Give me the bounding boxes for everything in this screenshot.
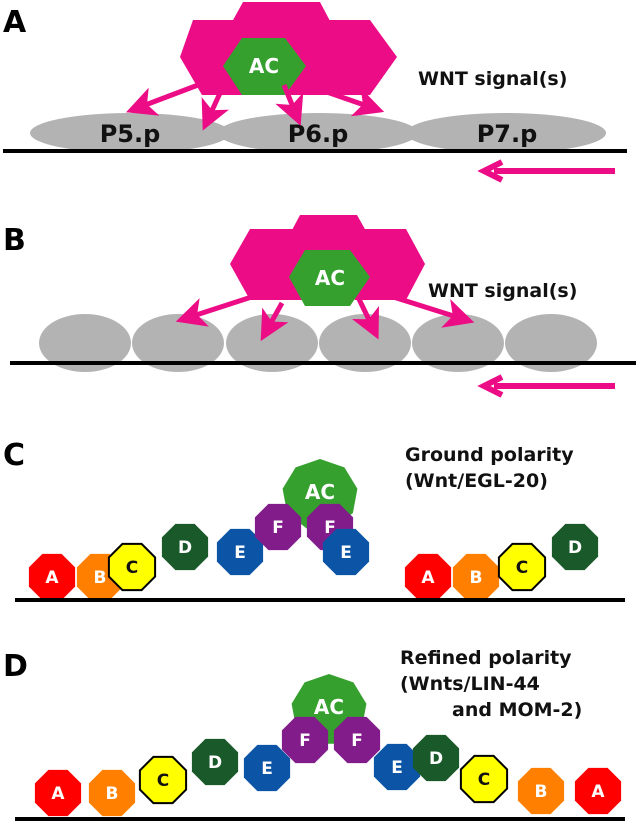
cell-label-e: E <box>391 758 403 778</box>
cell-b6 <box>505 314 597 372</box>
caption-c-line2: (Wnt/EGL-20) <box>405 470 548 492</box>
cell-a-d <box>574 767 622 815</box>
cell-label-b: B <box>535 782 548 802</box>
cell-p6p <box>218 113 418 153</box>
arrow-b4 <box>386 292 475 328</box>
arrow-to-p6p-left <box>201 89 229 131</box>
cell-b5 <box>412 314 504 372</box>
cell-label-a: A <box>591 782 605 802</box>
cell-b1 <box>39 314 131 372</box>
cell-p5p <box>30 113 230 153</box>
cell-row-b <box>39 314 597 372</box>
arrow-to-p6p-right <box>275 84 304 126</box>
direction-arrow-a <box>477 159 615 183</box>
panel-label-a: A <box>3 5 27 40</box>
cell-label-c: C <box>157 771 169 791</box>
cell-b4 <box>319 314 411 372</box>
arrow-to-p5p <box>125 79 207 116</box>
cell-d-d <box>191 738 239 786</box>
cell-f-c <box>254 503 302 551</box>
cell-label-d: D <box>429 749 443 769</box>
cell-label-d: D <box>208 753 222 773</box>
cell-label-c: C <box>516 558 528 578</box>
cell-b3 <box>226 314 318 372</box>
caption-d-line3: and MOM-2) <box>452 699 582 721</box>
cell-b-c <box>452 553 500 601</box>
cell-p7p <box>406 113 606 153</box>
arrow-to-p7p <box>300 80 385 117</box>
cell-label-c: C <box>126 558 138 578</box>
cell-d-d <box>412 734 460 782</box>
wnt-arrows-a <box>125 79 385 131</box>
cell-b2 <box>132 314 224 372</box>
panel-b: B AC WNT signal(s) <box>3 215 636 398</box>
ac-label-a: AC <box>249 54 279 78</box>
cell-label-p6p: P6.p <box>288 120 349 148</box>
cell-label-f: F <box>299 731 311 751</box>
cell-f-d <box>281 716 329 764</box>
ac-label-b: AC <box>315 266 345 290</box>
panel-label-d: D <box>3 649 28 684</box>
panel-a: A P5.p P6.p P7.p AC WNT signal(s) <box>3 2 627 183</box>
wnt-signal-label-a: WNT signal(s) <box>418 68 567 90</box>
cell-e-c <box>216 528 264 576</box>
cell-label-a: A <box>45 568 59 588</box>
arrow-b1 <box>175 289 268 327</box>
cell-label-f: F <box>272 518 284 538</box>
cell-b-d <box>88 769 136 817</box>
cell-label-b: B <box>94 568 107 588</box>
cell-e-d <box>373 743 421 791</box>
cell-a-c <box>404 553 452 601</box>
cell-label-d: D <box>178 538 192 558</box>
cell-label-p5p: P5.p <box>100 120 161 148</box>
cell-c-d <box>459 754 509 804</box>
cell-label-e: E <box>261 759 273 779</box>
cell-label-f: F <box>324 518 336 538</box>
caption-d-line1: Refined polarity <box>400 647 572 669</box>
caption-c-line1: Ground polarity <box>405 444 574 466</box>
ac-label-c: AC <box>305 480 335 504</box>
arrow-b3 <box>351 295 379 340</box>
cell-c-c <box>497 542 547 592</box>
cell-d-c <box>551 523 599 571</box>
cell-e-d <box>243 744 291 792</box>
cell-label-p7p: P7.p <box>477 120 538 148</box>
cell-c-d <box>138 755 188 805</box>
panel-d: D Refined polarity (Wnts/LIN-44 and MOM-… <box>3 647 625 821</box>
wnt-arrows-b <box>175 289 475 342</box>
cell-label-b: B <box>106 784 119 804</box>
cell-label-a: A <box>421 568 435 588</box>
caption-d-line2: (Wnts/LIN-44 <box>400 673 540 695</box>
ac-cell-a <box>223 38 306 95</box>
wnt-signal-label-b: WNT signal(s) <box>428 280 577 302</box>
cell-f-d <box>333 716 381 764</box>
cell-label-c: C <box>478 770 490 790</box>
cell-chain-d: AC A B C D E F F E D C B A <box>34 674 622 817</box>
cell-label-e: E <box>340 543 352 563</box>
cell-b-d <box>517 767 565 815</box>
cell-label-b: B <box>470 568 483 588</box>
panel-label-b: B <box>3 223 26 258</box>
cell-label-f: F <box>351 731 363 751</box>
cell-d-c <box>161 523 209 571</box>
direction-arrow-b <box>477 374 615 398</box>
cell-row-a: P5.p P6.p P7.p <box>30 113 606 153</box>
cell-label-e: E <box>234 543 246 563</box>
ac-label-d: AC <box>314 695 344 719</box>
cell-c-c <box>107 542 157 592</box>
cell-a-d <box>34 769 82 817</box>
arrow-b2 <box>260 301 289 342</box>
cell-a-c <box>28 553 76 601</box>
cell-label-d: D <box>568 538 582 558</box>
cell-label-a: A <box>51 784 65 804</box>
panel-label-c: C <box>3 438 25 473</box>
ac-cell-b <box>289 250 370 306</box>
cell-e-c <box>322 528 370 576</box>
